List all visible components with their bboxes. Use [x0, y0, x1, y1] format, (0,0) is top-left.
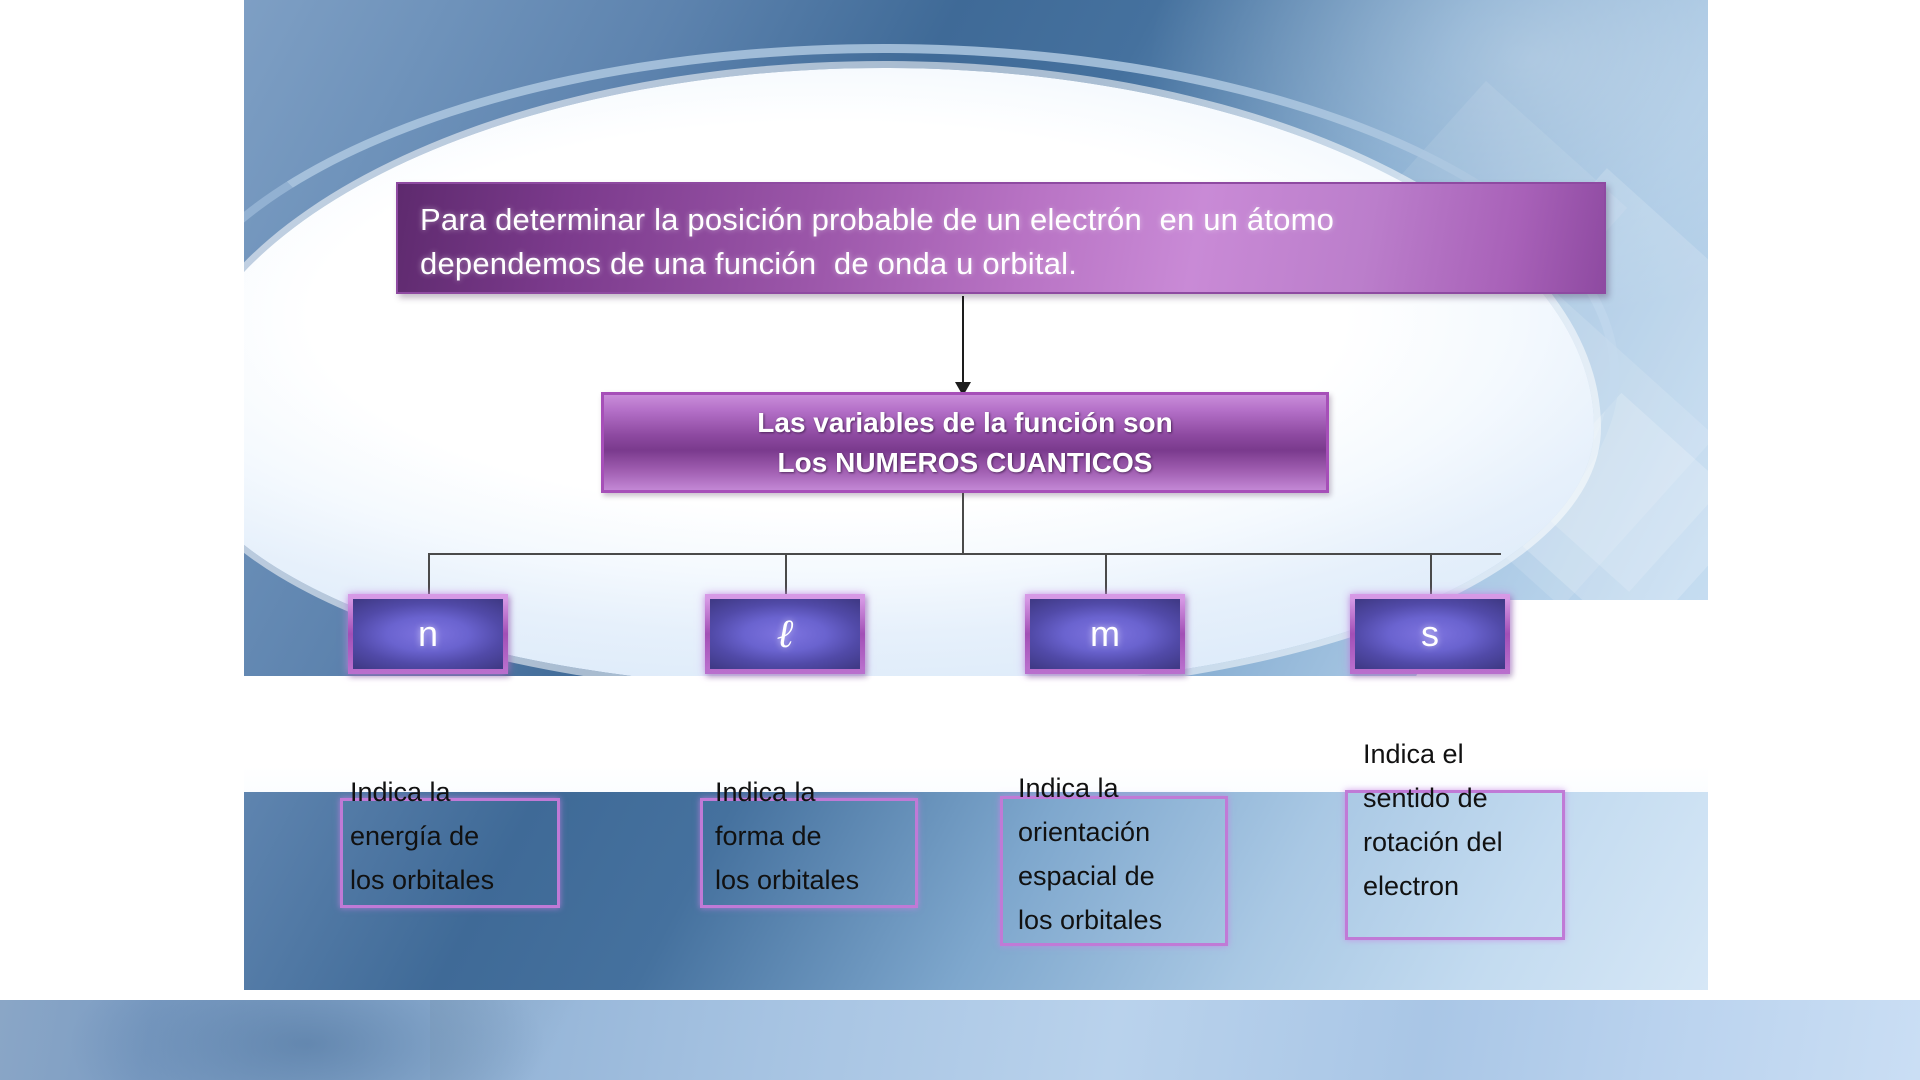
description-line: Indica la	[1018, 773, 1119, 803]
description-frame-s	[1345, 790, 1565, 940]
left-white-margin	[0, 0, 244, 1000]
description-frame-l	[700, 798, 918, 908]
description-n: Indica la energía de los orbitales	[340, 766, 502, 912]
description-line: sentido de	[1363, 783, 1488, 813]
description-m: Indica la orientación espacial de los or…	[1008, 762, 1170, 952]
description-frame-n	[340, 798, 560, 908]
description-line: forma de	[715, 821, 822, 851]
tree-connector-vertical	[962, 493, 964, 554]
description-line: orientación	[1018, 817, 1151, 847]
statement-line-2: dependemos de una función de onda u orbi…	[420, 246, 1078, 281]
tree-connector-drop-m	[1105, 553, 1107, 595]
variables-box: Las variables de la función son Los NUME…	[601, 392, 1329, 493]
quantum-number-symbol: m	[1090, 613, 1120, 654]
description-line: Indica la	[715, 777, 816, 807]
description-line: Indica la	[350, 777, 451, 807]
quantum-number-symbol: n	[417, 613, 439, 654]
arrow-connector-stem	[962, 296, 964, 384]
quantum-number-box-l: ℓ	[705, 594, 865, 674]
description-l: Indica la forma de los orbitales	[705, 766, 867, 912]
description-line: energía de	[350, 821, 480, 851]
description-line: los orbitales	[715, 865, 860, 895]
right-white-margin	[1708, 0, 1920, 1000]
description-line: los orbitales	[350, 865, 495, 895]
tree-connector-drop-l	[785, 553, 787, 595]
description-s: Indica el sentido de rotación del electr…	[1353, 728, 1511, 918]
description-line: rotación del	[1363, 827, 1503, 857]
quantum-number-box-s: s	[1350, 594, 1510, 674]
statement-banner: Para determinar la posición probable de …	[396, 182, 1606, 294]
variables-line-2: Los NUMEROS CUANTICOS	[777, 446, 1153, 478]
description-line: Indica el	[1363, 739, 1464, 769]
description-frame-m	[1000, 796, 1228, 946]
decorative-white-dome	[244, 68, 1594, 688]
description-line: electron	[1363, 871, 1460, 901]
tree-connector-horizontal	[428, 553, 1501, 555]
variables-line-1: Las variables de la función son	[757, 406, 1173, 438]
slide-background-panel	[244, 0, 1708, 990]
quantum-number-symbol: s	[1421, 613, 1439, 654]
quantum-number-box-n: n	[348, 594, 508, 674]
bottom-blue-band	[0, 1000, 1920, 1080]
description-line: los orbitales	[1018, 905, 1163, 935]
quantum-number-symbol: ℓ	[776, 611, 794, 656]
statement-line-1: Para determinar la posición probable de …	[420, 202, 1335, 237]
lower-white-band	[244, 676, 1708, 792]
decorative-arc	[244, 44, 1619, 704]
description-line: espacial de	[1018, 861, 1155, 891]
quantum-number-box-m: m	[1025, 594, 1185, 674]
tree-connector-drop-s	[1430, 553, 1432, 595]
tree-connector-drop-n	[428, 553, 430, 595]
